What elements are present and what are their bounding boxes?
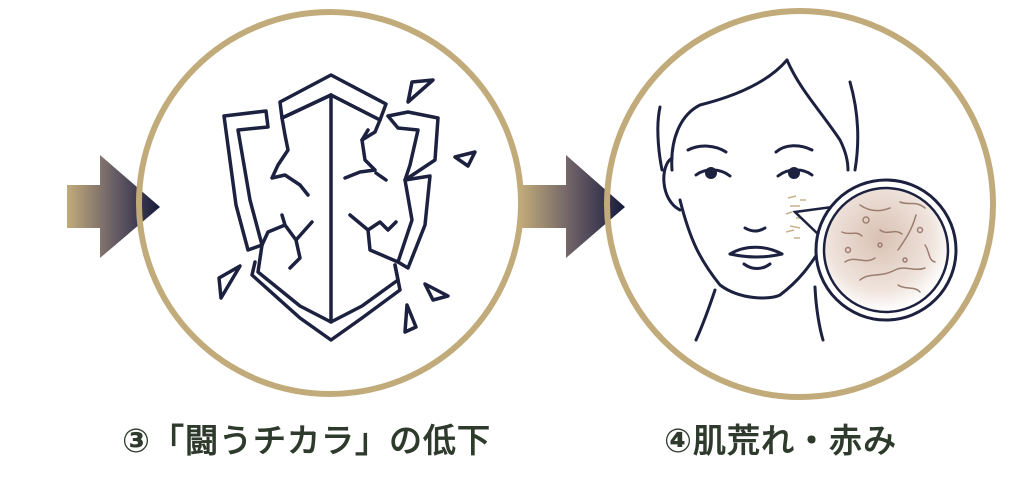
skin-magnifier-icon bbox=[792, 178, 958, 322]
right-eye bbox=[788, 167, 800, 179]
face-icon bbox=[656, 58, 860, 342]
step4-label: ④肌荒れ・赤み bbox=[664, 421, 897, 460]
left-eye bbox=[705, 167, 717, 179]
step3-label: ③「闘うチカラ」の低下 bbox=[122, 421, 491, 460]
step4-ring bbox=[604, 8, 996, 400]
arrow-right-icon bbox=[520, 155, 625, 258]
arrow-right-icon bbox=[67, 155, 160, 258]
cracked-shield-icon bbox=[217, 73, 477, 342]
